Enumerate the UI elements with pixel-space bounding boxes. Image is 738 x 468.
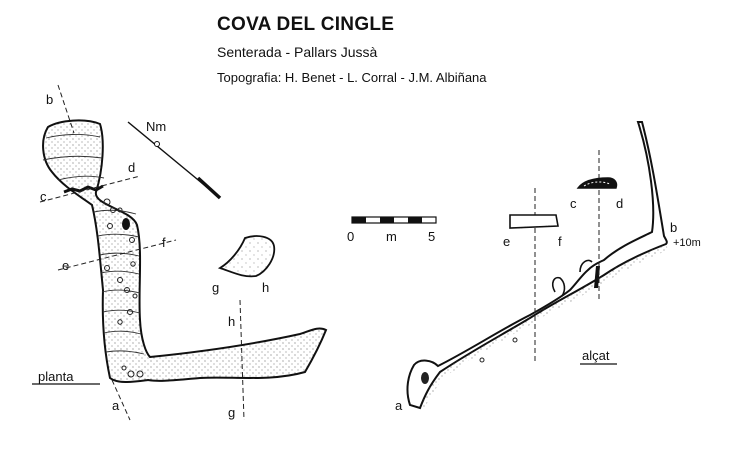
plan-label-b: b	[46, 92, 53, 107]
north-label: Nm	[146, 119, 166, 134]
drawing-title: COVA DEL CINGLE	[217, 14, 395, 35]
scale-max: 5	[428, 229, 435, 244]
plan-label-f: f	[162, 235, 166, 250]
scale-bar: 0 m 5	[347, 216, 437, 244]
plan-section-lines	[39, 84, 245, 421]
section-cd-label-d: d	[616, 196, 623, 211]
section-cd-label-c: c	[570, 196, 577, 211]
plan-view-label: planta	[38, 369, 74, 384]
plan-wall-step	[63, 184, 104, 194]
plan-label-a: a	[112, 398, 120, 413]
section-cd: c d	[570, 177, 623, 211]
elevation-label-a: a	[395, 398, 403, 413]
section-gh-label-h: h	[262, 280, 269, 295]
location-subtitle: Senterada - Pallars Jussà	[217, 44, 378, 60]
section-ef: e f	[503, 214, 562, 249]
plan-cave-outline	[42, 119, 328, 383]
elevation-flowstone	[552, 276, 566, 297]
authors-credit: Topografia: H. Benet - L. Corral - J.M. …	[217, 70, 487, 85]
elevation-flowstone-2	[579, 259, 593, 273]
section-gh: g h	[212, 235, 276, 295]
plan-label-d: d	[128, 160, 135, 175]
north-arrow: Nm	[127, 119, 222, 200]
elevation-end-height: +10m	[673, 237, 701, 249]
section-ef-label-e: e	[503, 234, 510, 249]
elevation-floor-fill	[420, 244, 668, 410]
elevation-label-b: b	[670, 220, 677, 235]
plan-blocks	[103, 198, 144, 378]
plan-transverse-lines	[42, 134, 145, 355]
section-ef-label-f: f	[558, 234, 562, 249]
elevation-view: a b +10m alçat	[395, 121, 701, 413]
plan-label-h: h	[228, 314, 235, 329]
plan-view: b c d e f a g h planta	[32, 84, 328, 421]
elevation-rock	[421, 372, 429, 384]
plan-rock	[122, 218, 130, 230]
elevation-view-label: alçat	[582, 348, 610, 363]
scale-unit: m	[386, 229, 397, 244]
plan-label-e: e	[62, 258, 69, 273]
scale-zero: 0	[347, 229, 354, 244]
section-gh-label-g: g	[212, 280, 219, 295]
plan-label-g: g	[228, 405, 235, 420]
plan-label-c: c	[40, 189, 47, 204]
